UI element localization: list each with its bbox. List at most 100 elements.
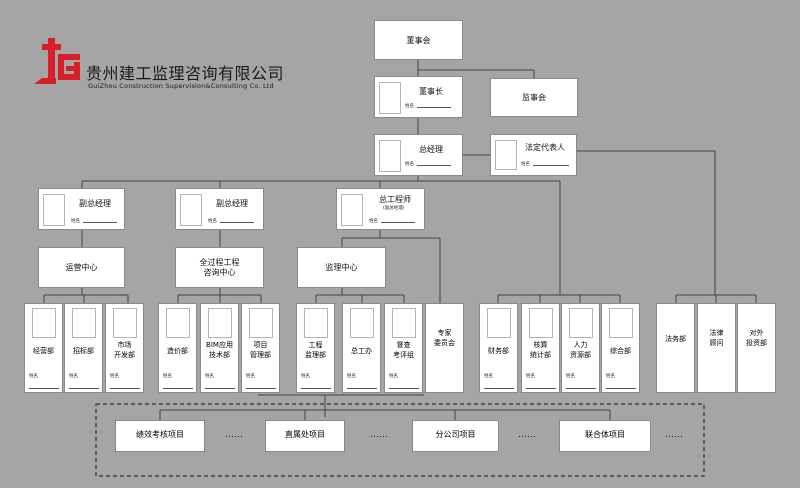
- board-box: 董事会: [374, 20, 463, 60]
- department-label: 委员会: [434, 339, 455, 347]
- ellipsis: ……: [518, 430, 536, 440]
- department-box: 综合部姓名: [601, 303, 640, 393]
- company-name-en: GuiZhou Construction Supervision&Consult…: [88, 82, 274, 90]
- department-label: 顾问: [709, 339, 724, 347]
- department-label: 财务部: [488, 347, 509, 355]
- sign-label: 姓名: [369, 219, 378, 224]
- department-label: 造价部: [167, 347, 188, 355]
- department-label: 督查: [396, 341, 411, 349]
- project-label: 直属处项目: [285, 430, 325, 439]
- department-label: 统计部: [530, 351, 551, 359]
- department-label: 综合部: [610, 347, 631, 355]
- department-label: BIM应用: [206, 341, 233, 349]
- sign-line: [83, 222, 117, 223]
- sign-line: [246, 388, 276, 389]
- sign-label: 姓名: [29, 374, 38, 379]
- department-label: 法务部: [665, 335, 686, 343]
- department-label: 项目: [253, 341, 268, 349]
- sign-line: [301, 388, 331, 389]
- sign-label: 姓名: [205, 374, 214, 379]
- department-label: 开发部: [114, 351, 135, 359]
- sign-label: 姓名: [163, 374, 172, 379]
- supervision-center-label: 监理中心: [325, 263, 358, 272]
- department-label: 法律: [709, 329, 724, 337]
- department-label: 核算: [533, 341, 548, 349]
- sign-label: 姓名: [71, 219, 80, 224]
- photo-placeholder: [113, 308, 137, 338]
- sign-label: 姓名: [526, 374, 535, 379]
- supervisors-box: 监事会: [490, 78, 578, 117]
- sign-label: 姓名: [521, 162, 530, 167]
- sign-line: [484, 388, 514, 389]
- sign-label: 姓名: [301, 374, 310, 379]
- sign-line: [110, 388, 140, 389]
- department-label: 对外: [749, 329, 764, 337]
- department-label: 经营部: [33, 347, 54, 355]
- department-box: BIM应用技术部姓名: [200, 303, 239, 393]
- gm-label: 总经理: [419, 145, 443, 154]
- department-label: 工程: [308, 341, 323, 349]
- sign-line: [381, 222, 415, 223]
- photo-placeholder: [609, 308, 633, 338]
- ellipsis: ……: [370, 430, 388, 440]
- department-box: 工程监理部姓名: [296, 303, 335, 393]
- department-box: 市场开发部姓名: [105, 303, 144, 393]
- operations-center-label: 运营中心: [65, 263, 98, 272]
- department-box: 对外投资部: [737, 303, 776, 393]
- department-box: 财务部姓名: [479, 303, 518, 393]
- department-box: 专家委员会: [425, 303, 464, 393]
- sign-line: [526, 388, 556, 389]
- sign-label: 姓名: [69, 374, 78, 379]
- sign-label: 姓名: [484, 374, 493, 379]
- photo-placeholder: [304, 308, 328, 338]
- sign-label: 姓名: [606, 374, 615, 379]
- sign-line: [163, 388, 193, 389]
- legal-rep-box: 法定代表人 姓名: [490, 134, 577, 176]
- department-box: 法律顾问: [697, 303, 736, 393]
- chairman-box: 董事长 姓名: [374, 76, 463, 118]
- department-label: 市场: [117, 341, 132, 349]
- photo-placeholder: [529, 308, 553, 338]
- department-box: 造价部姓名: [158, 303, 197, 393]
- department-label: 管理部: [250, 351, 271, 359]
- consulting-center-label-1: 全过程工程: [199, 258, 240, 267]
- department-box: 督查考评组姓名: [384, 303, 423, 393]
- sign-line: [417, 165, 451, 166]
- photo-placeholder: [341, 194, 363, 226]
- consulting-center-label-2: 咨询中心: [203, 268, 236, 277]
- ellipsis: ……: [225, 430, 243, 440]
- department-label: 资源部: [570, 351, 591, 359]
- sign-label: 姓名: [389, 374, 398, 379]
- gm-box: 总经理 姓名: [374, 134, 463, 176]
- photo-placeholder: [379, 82, 401, 114]
- sign-label: 姓名: [246, 374, 255, 379]
- vgm-1-label: 副总经理: [79, 199, 111, 208]
- photo-placeholder: [249, 308, 273, 338]
- sign-line: [69, 388, 99, 389]
- sign-label: 姓名: [347, 374, 356, 379]
- department-label: 专家: [437, 329, 452, 337]
- department-box: 经营部姓名: [24, 303, 63, 393]
- sign-line: [205, 388, 235, 389]
- photo-placeholder: [487, 308, 511, 338]
- sign-label: 姓名: [208, 219, 217, 224]
- sign-line: [389, 388, 419, 389]
- sign-line: [533, 165, 569, 166]
- sign-line: [29, 388, 59, 389]
- sign-line: [220, 222, 254, 223]
- department-box: 总工办姓名: [342, 303, 381, 393]
- sign-line: [347, 388, 377, 389]
- project-label: 联合体项目: [585, 430, 625, 439]
- sign-label: 姓名: [405, 104, 414, 109]
- project-box: 绩效考核项目: [115, 420, 205, 452]
- department-box: 核算统计部姓名: [521, 303, 560, 393]
- project-label: 绩效考核项目: [136, 430, 184, 439]
- sign-line: [566, 388, 596, 389]
- chief-engineer-box: 总工程师 (副总经理) 姓名: [336, 188, 425, 230]
- department-label: 总工办: [351, 347, 372, 355]
- operations-center-box: 运营中心: [38, 247, 125, 288]
- sign-line: [606, 388, 636, 389]
- sign-label: 姓名: [405, 162, 414, 167]
- sign-label: 姓名: [566, 374, 575, 379]
